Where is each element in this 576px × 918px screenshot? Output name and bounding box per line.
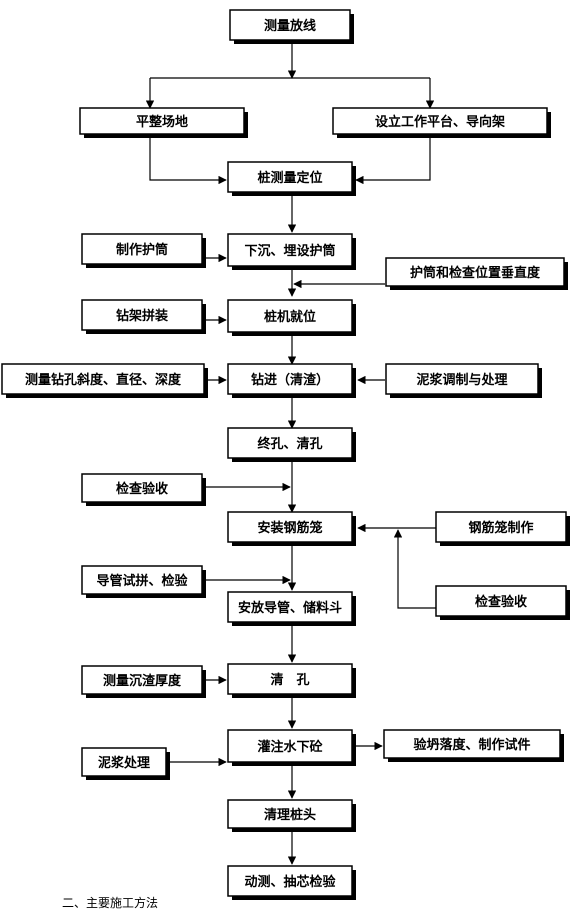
node-label: 桩测量定位	[257, 170, 322, 186]
node-survey-layout: 测量放线	[229, 9, 354, 44]
node-label: 钻架拼装	[116, 308, 168, 324]
node-label: 安装钢筋笼	[257, 520, 322, 536]
node-label: 下沉、埋设护筒	[244, 243, 335, 259]
node-place-pipe: 安放导管、储料斗	[227, 591, 356, 626]
node-label: 动测、抽芯检验	[244, 874, 336, 890]
node-label: 检查验收	[116, 481, 169, 497]
node-inspection-1: 检查验收	[81, 473, 206, 506]
node-pile-positioning: 桩测量定位	[227, 161, 356, 196]
node-label: 测量沉渣厚度	[103, 673, 182, 689]
node-label: 桩机就位	[264, 309, 316, 325]
node-label: 泥浆处理	[98, 755, 150, 771]
node-slump-test: 验坍落度、制作试件	[383, 729, 564, 762]
node-label: 检查验收	[475, 594, 528, 610]
node-measure-sediment: 测量沉渣厚度	[81, 665, 206, 698]
node-level-site: 平整场地	[79, 107, 248, 138]
node-label: 测量钻孔斜度、直径、深度	[25, 372, 182, 388]
node-label: 验坍落度、制作试件	[413, 737, 530, 753]
node-cage-fabrication: 钢筋笼制作	[435, 511, 570, 546]
node-label: 护筒和检查位置垂直度	[410, 265, 541, 281]
node-sink-casing: 下沉、埋设护筒	[227, 233, 356, 270]
node-label: 导管试拼、检验	[96, 573, 188, 589]
node-label: 灌注水下砼	[257, 739, 323, 755]
node-slurry-treatment: 泥浆处理	[81, 747, 170, 780]
node-trim-pile-head: 清理桩头	[227, 799, 356, 832]
node-final-hole: 终孔、清孔	[227, 427, 356, 462]
node-label: 平整场地	[136, 114, 188, 130]
node-label: 安放导管、储料斗	[238, 600, 342, 616]
node-casing-check: 护筒和检查位置垂直度	[385, 257, 568, 290]
node-testing: 动测、抽芯检验	[227, 865, 356, 900]
node-label: 钢筋笼制作	[468, 520, 533, 536]
node-label: 测量放线	[264, 18, 316, 34]
node-label: 泥浆调制与处理	[416, 372, 507, 388]
connectors	[145, 42, 436, 865]
node-label: 钻进（清渣）	[251, 372, 329, 388]
node-clean-hole: 清 孔	[227, 663, 356, 698]
node-label: 制作护筒	[116, 242, 168, 258]
node-label: 清 孔	[270, 672, 309, 688]
node-slurry-prep: 泥浆调制与处理	[385, 363, 542, 398]
section-caption: 二、主要施工方法	[62, 896, 159, 910]
arrow-platform-to-position	[355, 136, 431, 185]
node-label: 设立工作平台、导向架	[375, 114, 505, 130]
node-label: 清理桩头	[264, 807, 316, 823]
node-drilling: 钻进（清渣）	[227, 363, 356, 398]
node-make-casing: 制作护筒	[81, 233, 206, 268]
arrow-level-to-position	[149, 136, 227, 185]
node-rig-assembly: 钻架拼装	[81, 299, 206, 334]
arrow-inspection-2	[393, 529, 436, 609]
node-rig-in-place: 桩机就位	[227, 299, 356, 336]
node-measure-hole: 测量钻孔斜度、直径、深度	[1, 363, 208, 398]
node-platform-guide: 设立工作平台、导向架	[332, 107, 551, 138]
node-install-cage: 安装钢筋笼	[227, 511, 356, 546]
node-label: 终孔、清孔	[257, 436, 322, 452]
node-underwater-pour: 灌注水下砼	[227, 729, 356, 766]
node-pipe-test: 导管试拼、检验	[81, 565, 206, 598]
node-inspection-2: 检查验收	[435, 585, 570, 620]
